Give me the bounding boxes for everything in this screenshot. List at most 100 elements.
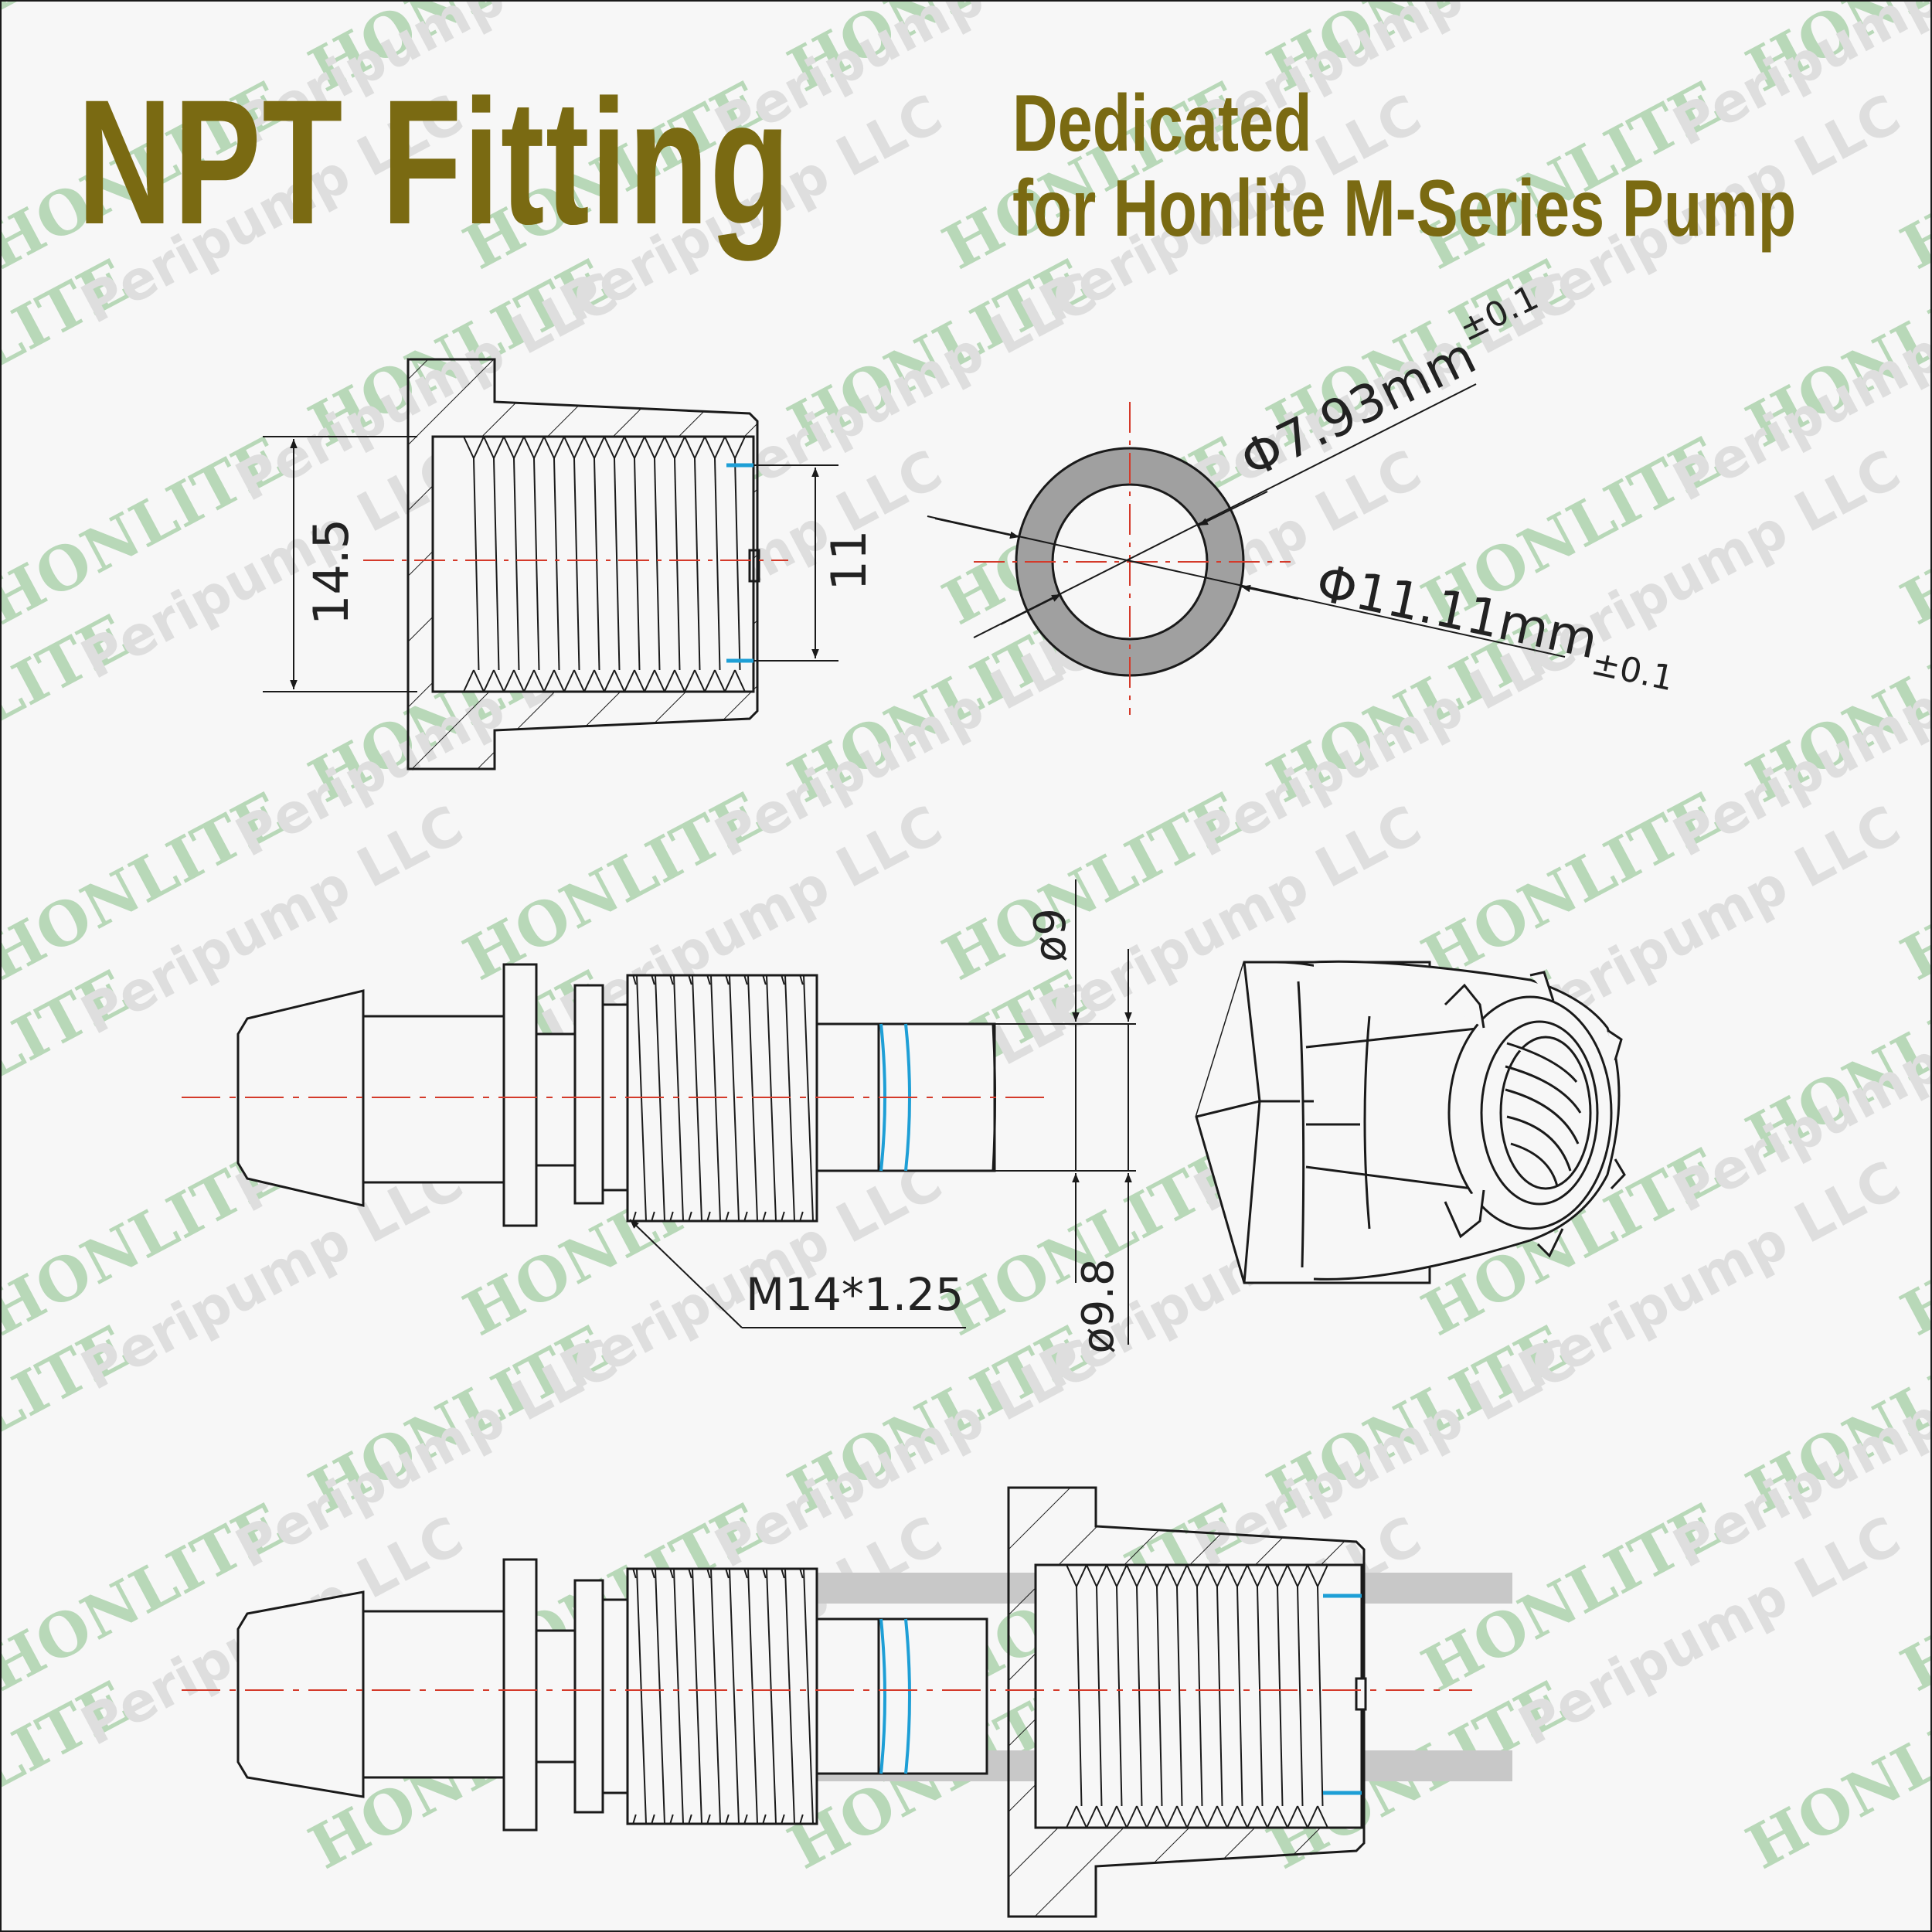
inner-thread-top [734, 436, 746, 459]
dim-tip-diameters [995, 879, 1136, 1345]
inner-thread-span [573, 457, 580, 671]
thread-crest [651, 1568, 655, 1579]
inner-thread-bottom [563, 669, 575, 692]
thread-crest [688, 1568, 692, 1579]
thread-crest [725, 1814, 730, 1825]
inner-thread-span [1257, 1586, 1264, 1807]
thread-crest [688, 1211, 692, 1222]
inner-thread-top [1216, 1564, 1228, 1587]
inner-thread-top [1257, 1564, 1268, 1587]
thread-crest [669, 975, 674, 985]
thread-crest [743, 1814, 748, 1825]
inner-thread-top [553, 436, 565, 459]
nut-isometric-view [1195, 960, 1626, 1284]
inner-thread-bottom [614, 669, 625, 692]
inner-thread-top [1317, 1564, 1328, 1587]
inner-thread-span [734, 457, 741, 671]
dim-inner-height [753, 464, 838, 662]
page-title: NPT Fitting [77, 63, 791, 261]
inner-thread-bottom [1126, 1805, 1138, 1828]
inner-thread-span [674, 457, 681, 671]
inner-thread-bottom [704, 669, 716, 692]
inner-thread-span [1196, 1586, 1203, 1807]
inner-thread-top [1136, 1564, 1148, 1587]
inner-thread-bottom [1226, 1805, 1238, 1828]
thread-crest [743, 1211, 748, 1222]
inner-thread-bottom [1146, 1805, 1158, 1828]
inner-thread-bottom [634, 669, 645, 692]
thread-crest [799, 1568, 804, 1579]
inner-thread-top [1066, 1564, 1077, 1587]
inner-thread-span [1277, 1586, 1284, 1807]
thread-crest [762, 1814, 767, 1825]
thread-line [729, 1568, 740, 1825]
inner-thread-bottom [644, 669, 655, 692]
inner-thread-bottom [573, 669, 585, 692]
subtitle-line-1: Dedicated [1012, 79, 1312, 168]
thread-crest [799, 1814, 804, 1825]
inner-thread-bottom [493, 669, 505, 692]
inner-thread-bottom [1247, 1805, 1258, 1828]
thread-crest [706, 1814, 711, 1825]
inner-thread-span [1116, 1586, 1123, 1807]
inner-thread-bottom [1176, 1805, 1188, 1828]
inner-thread-bottom [1277, 1805, 1288, 1828]
inner-thread-bottom [1317, 1805, 1328, 1828]
inner-thread-top [644, 436, 655, 459]
inner-thread-top [1186, 1564, 1198, 1587]
inner-thread-bottom [1196, 1805, 1208, 1828]
thread-line [636, 1568, 647, 1825]
assembled-threads [632, 1568, 814, 1825]
inner-thread-bottom [483, 669, 495, 692]
inner-thread-top [1146, 1564, 1158, 1587]
inner-thread-bottom [1106, 1805, 1117, 1828]
inner-thread-bottom [533, 669, 545, 692]
inner-thread-span [553, 457, 560, 671]
inner-thread-top [543, 436, 555, 459]
thread-crest [669, 1814, 674, 1825]
thread-line [803, 1568, 814, 1825]
inner-thread-bottom [1257, 1805, 1268, 1828]
thread-crest [781, 1568, 785, 1579]
thread-crest [799, 1211, 804, 1222]
inner-thread-bottom [594, 669, 605, 692]
inner-thread-span [614, 457, 621, 671]
inner-thread-bottom [1076, 1805, 1087, 1828]
inner-thread-top [1116, 1564, 1128, 1587]
subtitle-line-2: for Honlite M-Series Pump [1012, 164, 1797, 253]
watermark-brand: HONLITE [1890, 1490, 1932, 1705]
inner-thread-top [1277, 1564, 1288, 1587]
inner-thread-top [1236, 1564, 1248, 1587]
thread-crest [725, 975, 730, 985]
thread-line [784, 1568, 795, 1825]
thread-crest [669, 1568, 674, 1579]
thread-crest [651, 1814, 655, 1825]
inner-thread-bottom [1066, 1805, 1077, 1828]
inner-thread-top [1166, 1564, 1178, 1587]
inner-thread-span [714, 457, 721, 671]
thread-line [673, 1568, 684, 1825]
inner-thread-top [1106, 1564, 1117, 1587]
inner-thread-top [473, 436, 485, 459]
inner-thread-top [674, 436, 685, 459]
thread-crest [706, 1568, 711, 1579]
watermark-brand: HONLITE [1890, 779, 1932, 994]
inner-thread-top [664, 436, 675, 459]
inner-thread-top [1226, 1564, 1238, 1587]
thread-crest [632, 1568, 637, 1579]
thread-crest [706, 975, 711, 985]
dim-outer-height [263, 436, 417, 692]
inner-thread-span [694, 457, 701, 671]
inner-thread-top [714, 436, 726, 459]
inner-thread-top [694, 436, 706, 459]
inner-thread-bottom [543, 669, 555, 692]
thread-crest [762, 1568, 767, 1579]
thread-crest [632, 1814, 637, 1825]
dim-inner-diameter [973, 383, 1477, 638]
thread-line [766, 1568, 777, 1825]
thread-crest [743, 1568, 748, 1579]
inner-thread-bottom [654, 669, 665, 692]
inner-thread-bottom [1136, 1805, 1148, 1828]
inner-thread-bottom [604, 669, 615, 692]
